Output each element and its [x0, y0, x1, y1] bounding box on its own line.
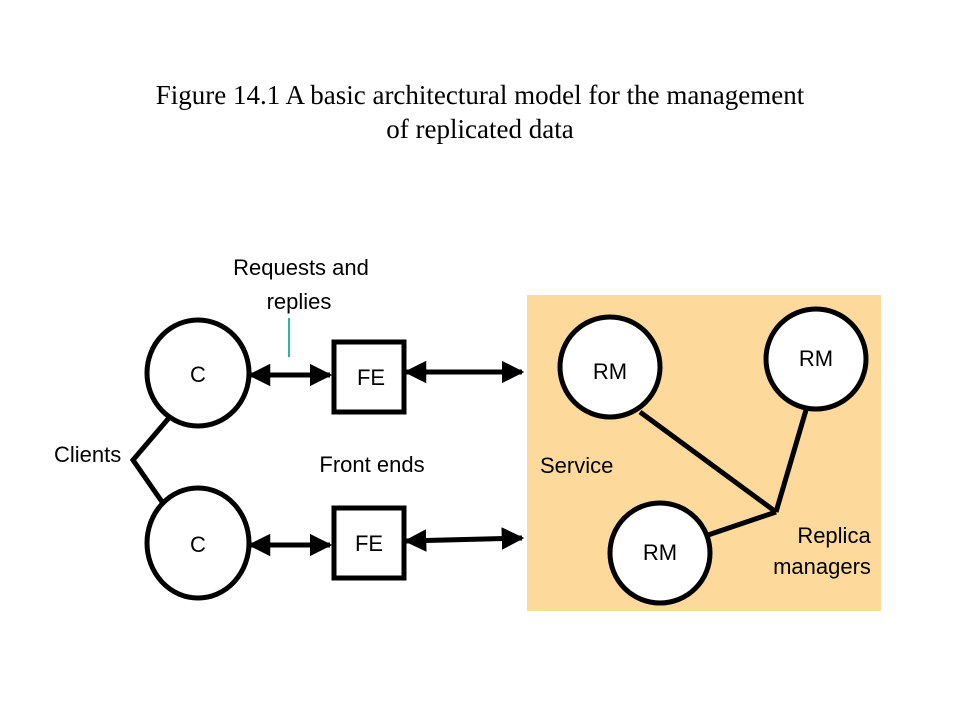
rm-node-left: [557, 314, 663, 420]
requests-label-line-1: Requests and: [233, 255, 369, 280]
fe-box-bottom: [331, 505, 407, 581]
fe-box-top-label: FE: [357, 365, 385, 390]
rm-node-left-label: RM: [593, 359, 627, 384]
replica-label-line-1: Replica: [797, 523, 871, 548]
client-node-top: [144, 317, 252, 429]
rm-link-bottom: [707, 509, 777, 538]
figure-title-line-2: of replicated data: [386, 114, 574, 144]
figure-title-line-1: Figure 14.1 A basic architectural model …: [155, 80, 805, 110]
rm-node-bottom: [607, 500, 713, 606]
rm-node-right: [763, 306, 869, 412]
fe-box-top: [331, 339, 407, 415]
clients-label: Clients: [54, 442, 121, 467]
service-label: Service: [540, 453, 613, 478]
fe-box-bottom-label: FE: [355, 531, 383, 556]
rm-node-bottom-label: RM: [643, 540, 677, 565]
figure-title: Figure 14.1 A basic architectural model …: [0, 78, 960, 146]
front-ends-label: Front ends: [319, 452, 424, 477]
rm-node-right-label: RM: [799, 346, 833, 371]
client-node-bottom-label: C: [190, 532, 206, 557]
client-node-bottom: [144, 485, 252, 601]
rm-link-right: [773, 409, 809, 513]
rm-link-left: [638, 409, 778, 515]
client-node-top-label: C: [190, 362, 206, 387]
arrow-fe-service-bottom: [403, 527, 525, 552]
replica-label-line-2: managers: [773, 554, 871, 579]
requests-label-line-2: replies: [267, 289, 332, 314]
